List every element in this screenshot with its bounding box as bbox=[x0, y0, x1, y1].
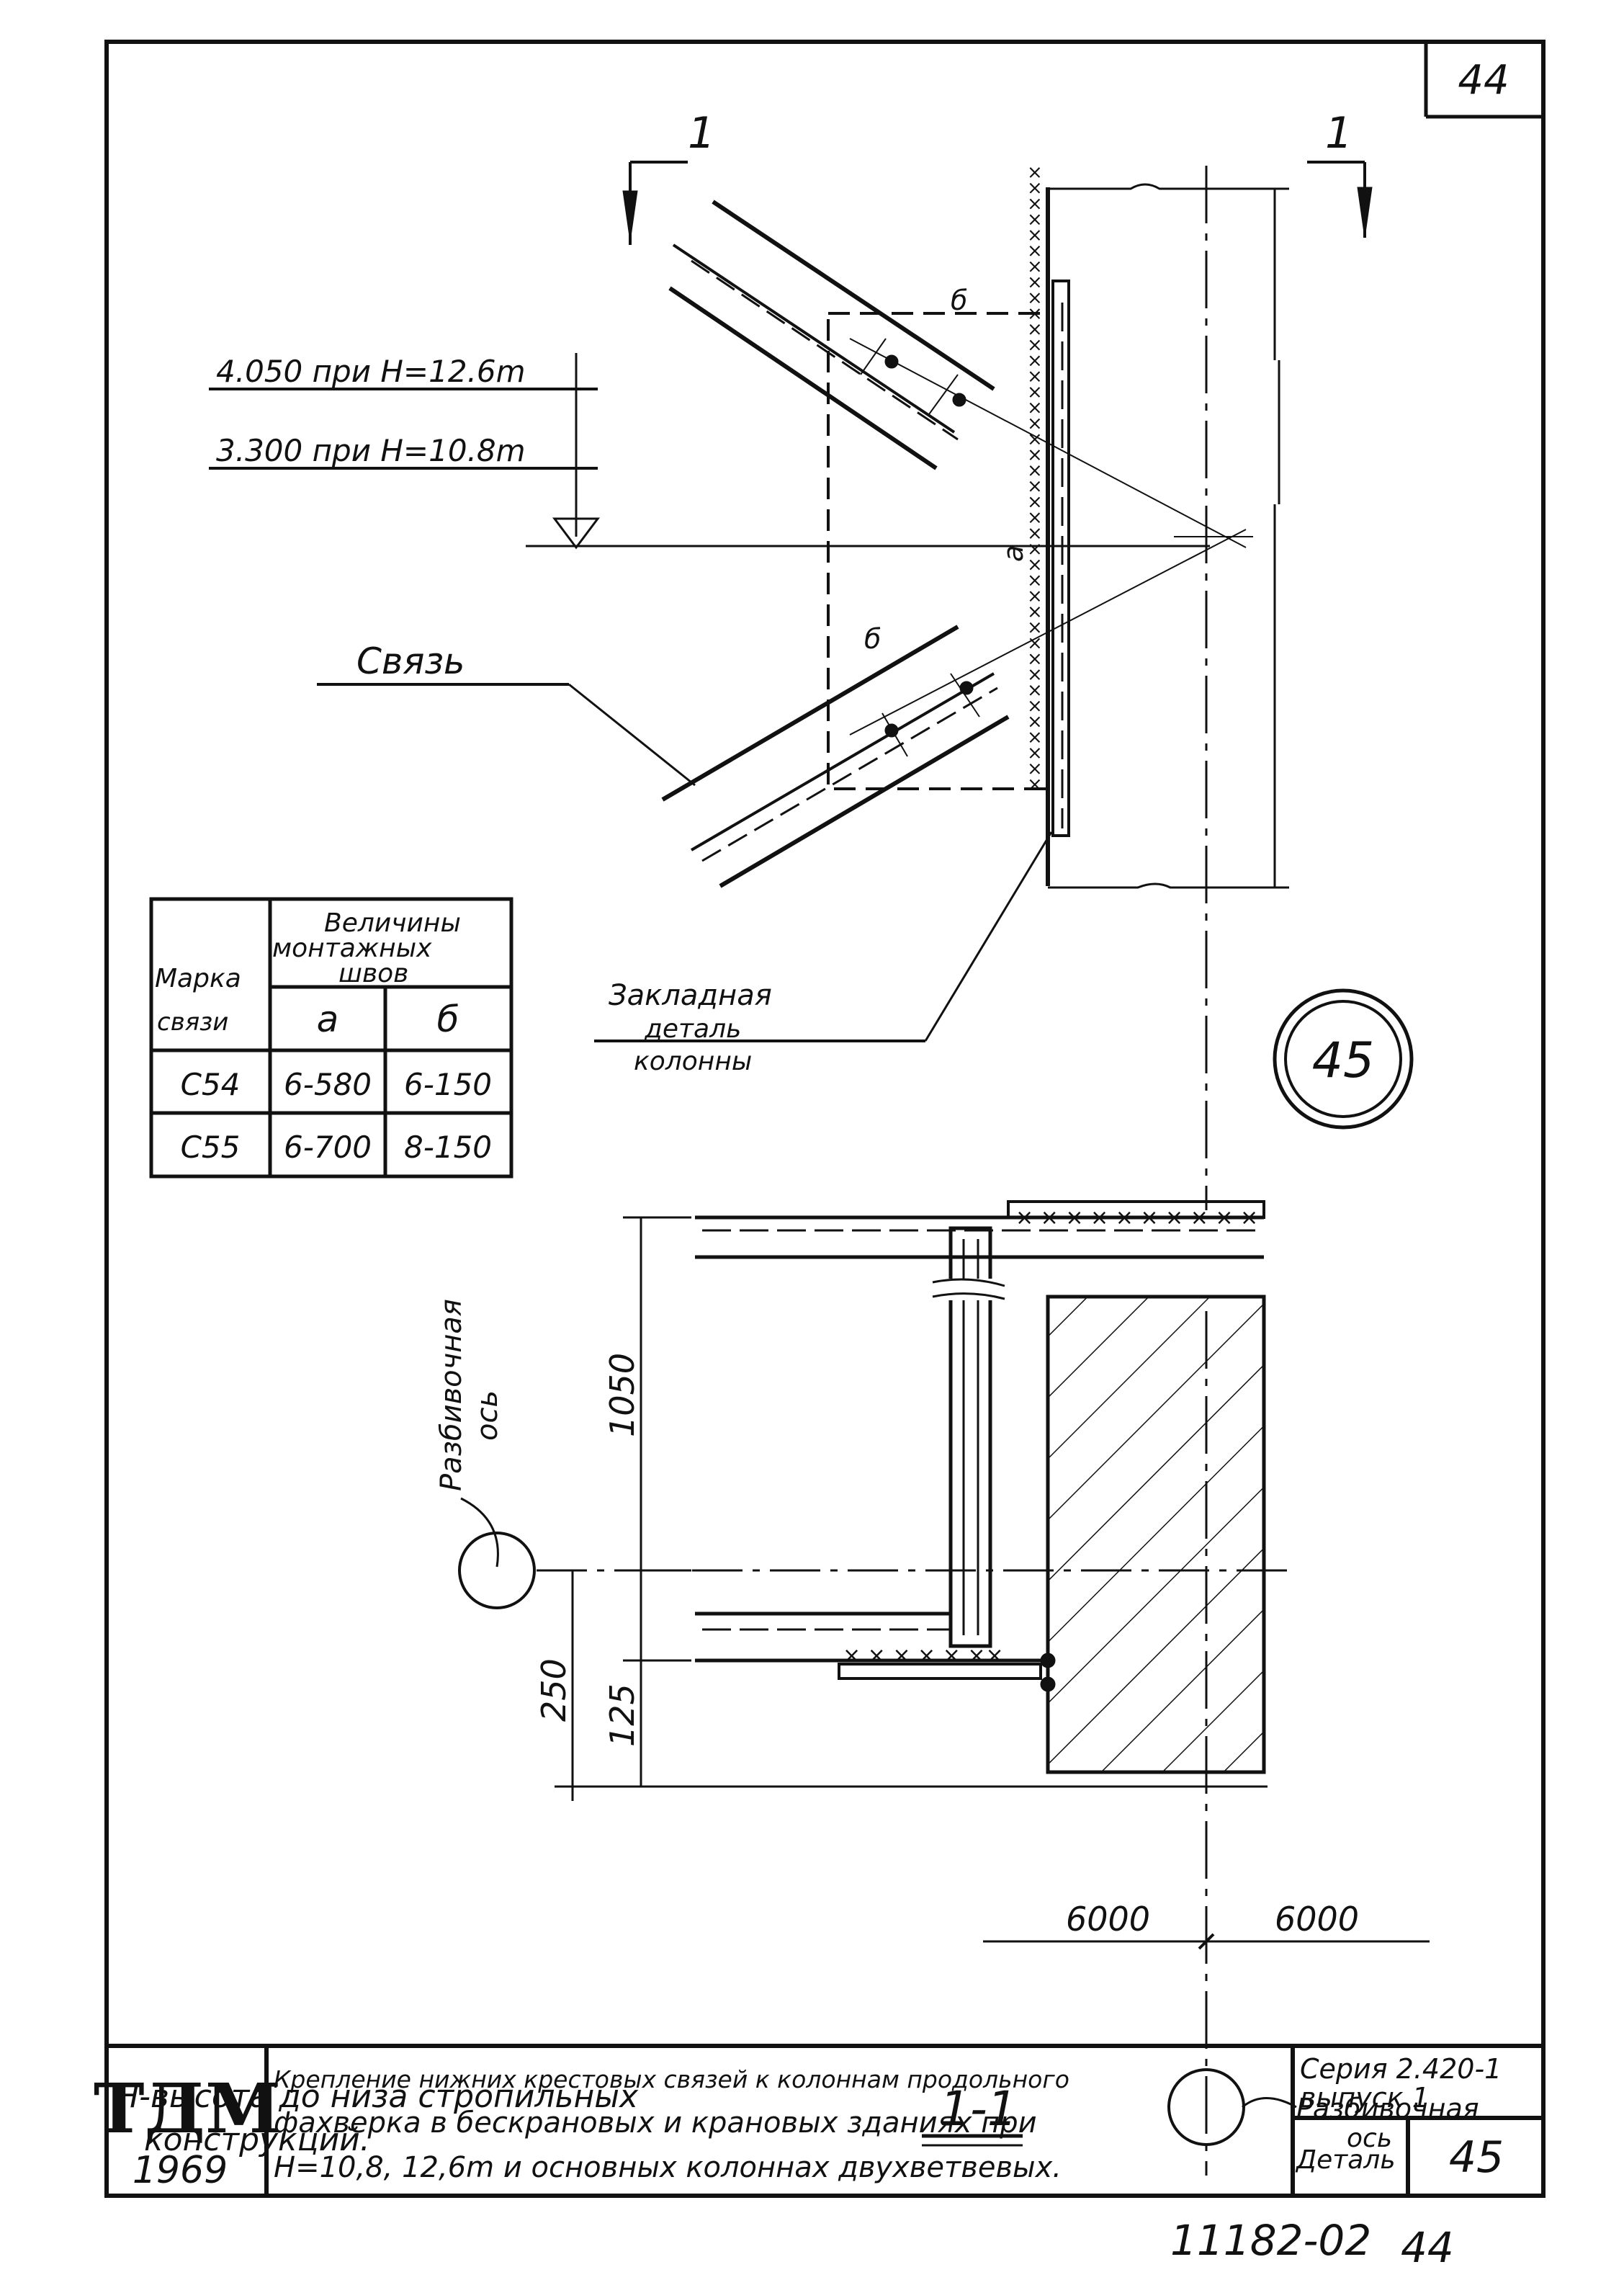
brace-label: Связь bbox=[356, 640, 465, 682]
svg-text:× × × × × × × × × ×: × × × × × × × × × × bbox=[1015, 1205, 1258, 1230]
table-row-2-mark: С55 bbox=[181, 1130, 241, 1165]
svg-text:× × × × × ××: × × × × × ×× bbox=[843, 1643, 1004, 1668]
embedded-part-line-2: деталь bbox=[644, 1014, 741, 1044]
title-block bbox=[107, 2044, 1543, 2196]
title-description-3: Н=10,8, 12,6m и основных колоннах двухве… bbox=[274, 2151, 1062, 2184]
page-number: 44 bbox=[1458, 57, 1509, 104]
section-label-right: 1 bbox=[1325, 108, 1352, 158]
section-1-1: × × × × × × × × × × × × × × × ×× bbox=[458, 1200, 1430, 2147]
table-header-mark-2: связи bbox=[157, 1008, 228, 1037]
title-year: 1969 bbox=[133, 2149, 228, 2192]
title-logo: ТДМ bbox=[94, 2069, 281, 2149]
title-detail-label: Деталь bbox=[1295, 2145, 1396, 2175]
elevation-level-2: 3.300 при Н=10.8m bbox=[216, 433, 526, 468]
sheet-code-number: 44 bbox=[1401, 2223, 1454, 2272]
table-subheader-a: a bbox=[317, 998, 339, 1040]
title-description-2: фахверка в бескрановых и крановых здания… bbox=[274, 2106, 1037, 2140]
weld-b-label-upper: б bbox=[951, 285, 967, 316]
table-header-group-3: швов bbox=[338, 959, 408, 988]
section-label-left: 1 bbox=[688, 108, 715, 158]
section-title: 1-1 bbox=[940, 2081, 1018, 2137]
note-line-2: конструкций. bbox=[144, 2122, 370, 2158]
sheet-code: 11182-02 bbox=[1170, 2216, 1371, 2265]
title-series-label: Серия 2.420-1 bbox=[1300, 2053, 1502, 2085]
title-detail-number: 45 bbox=[1449, 2132, 1504, 2183]
axis-label-top-2: ось bbox=[471, 1390, 504, 1441]
dimension-left-6000: 6000 bbox=[1066, 1900, 1150, 1939]
page-number-box: 44 bbox=[1424, 42, 1543, 119]
note-line-1: Н-высота до низа стропильных bbox=[115, 2078, 639, 2115]
axis-label-top-1: Разбивочная bbox=[435, 1299, 468, 1491]
weld-table bbox=[149, 897, 513, 1179]
table-row-1-b: 6-150 bbox=[404, 1067, 492, 1102]
table-row-2-b: 8-150 bbox=[404, 1130, 492, 1165]
title-issue-label: выпуск 1 bbox=[1300, 2082, 1430, 2114]
dimension-250: 250 bbox=[534, 1658, 573, 1722]
axis-label-bottom-2: ось bbox=[1347, 2124, 1392, 2153]
embedded-part-line-3: колонны bbox=[634, 1047, 752, 1076]
detail-callout-number: 45 bbox=[1312, 1032, 1375, 1089]
table-row-1-mark: С54 bbox=[181, 1067, 241, 1102]
weld-b-label-lower: б bbox=[864, 623, 881, 655]
table-subheader-b: б bbox=[437, 998, 459, 1040]
dimension-125: 125 bbox=[603, 1684, 642, 1747]
dimension-1050: 1050 bbox=[603, 1353, 642, 1437]
embedded-part-line-1: Закладная bbox=[609, 979, 772, 1012]
sheet-frame bbox=[104, 40, 1546, 2198]
elevation-level-1: 4.050 при Н=12.6m bbox=[216, 354, 526, 389]
table-header-group-2: монтажных bbox=[272, 934, 432, 963]
table-row-2-a: 6-700 bbox=[284, 1130, 372, 1165]
detail-callout: 45 bbox=[1273, 988, 1414, 1130]
table-header-mark-1: Марка bbox=[155, 964, 241, 993]
svg-text:××××××××××××××××××××××××××××××: ×××××××××××××××××××××××××××××××××××××××× bbox=[1024, 165, 1046, 792]
weld-a-label: a bbox=[997, 545, 1029, 562]
table-header-group-1: Величины bbox=[324, 908, 461, 938]
dimension-right-6000: 6000 bbox=[1275, 1900, 1359, 1939]
table-row-1-a: 6-580 bbox=[284, 1067, 372, 1102]
title-description-1: Крепление нижних крестовых связей к коло… bbox=[274, 2065, 1069, 2093]
